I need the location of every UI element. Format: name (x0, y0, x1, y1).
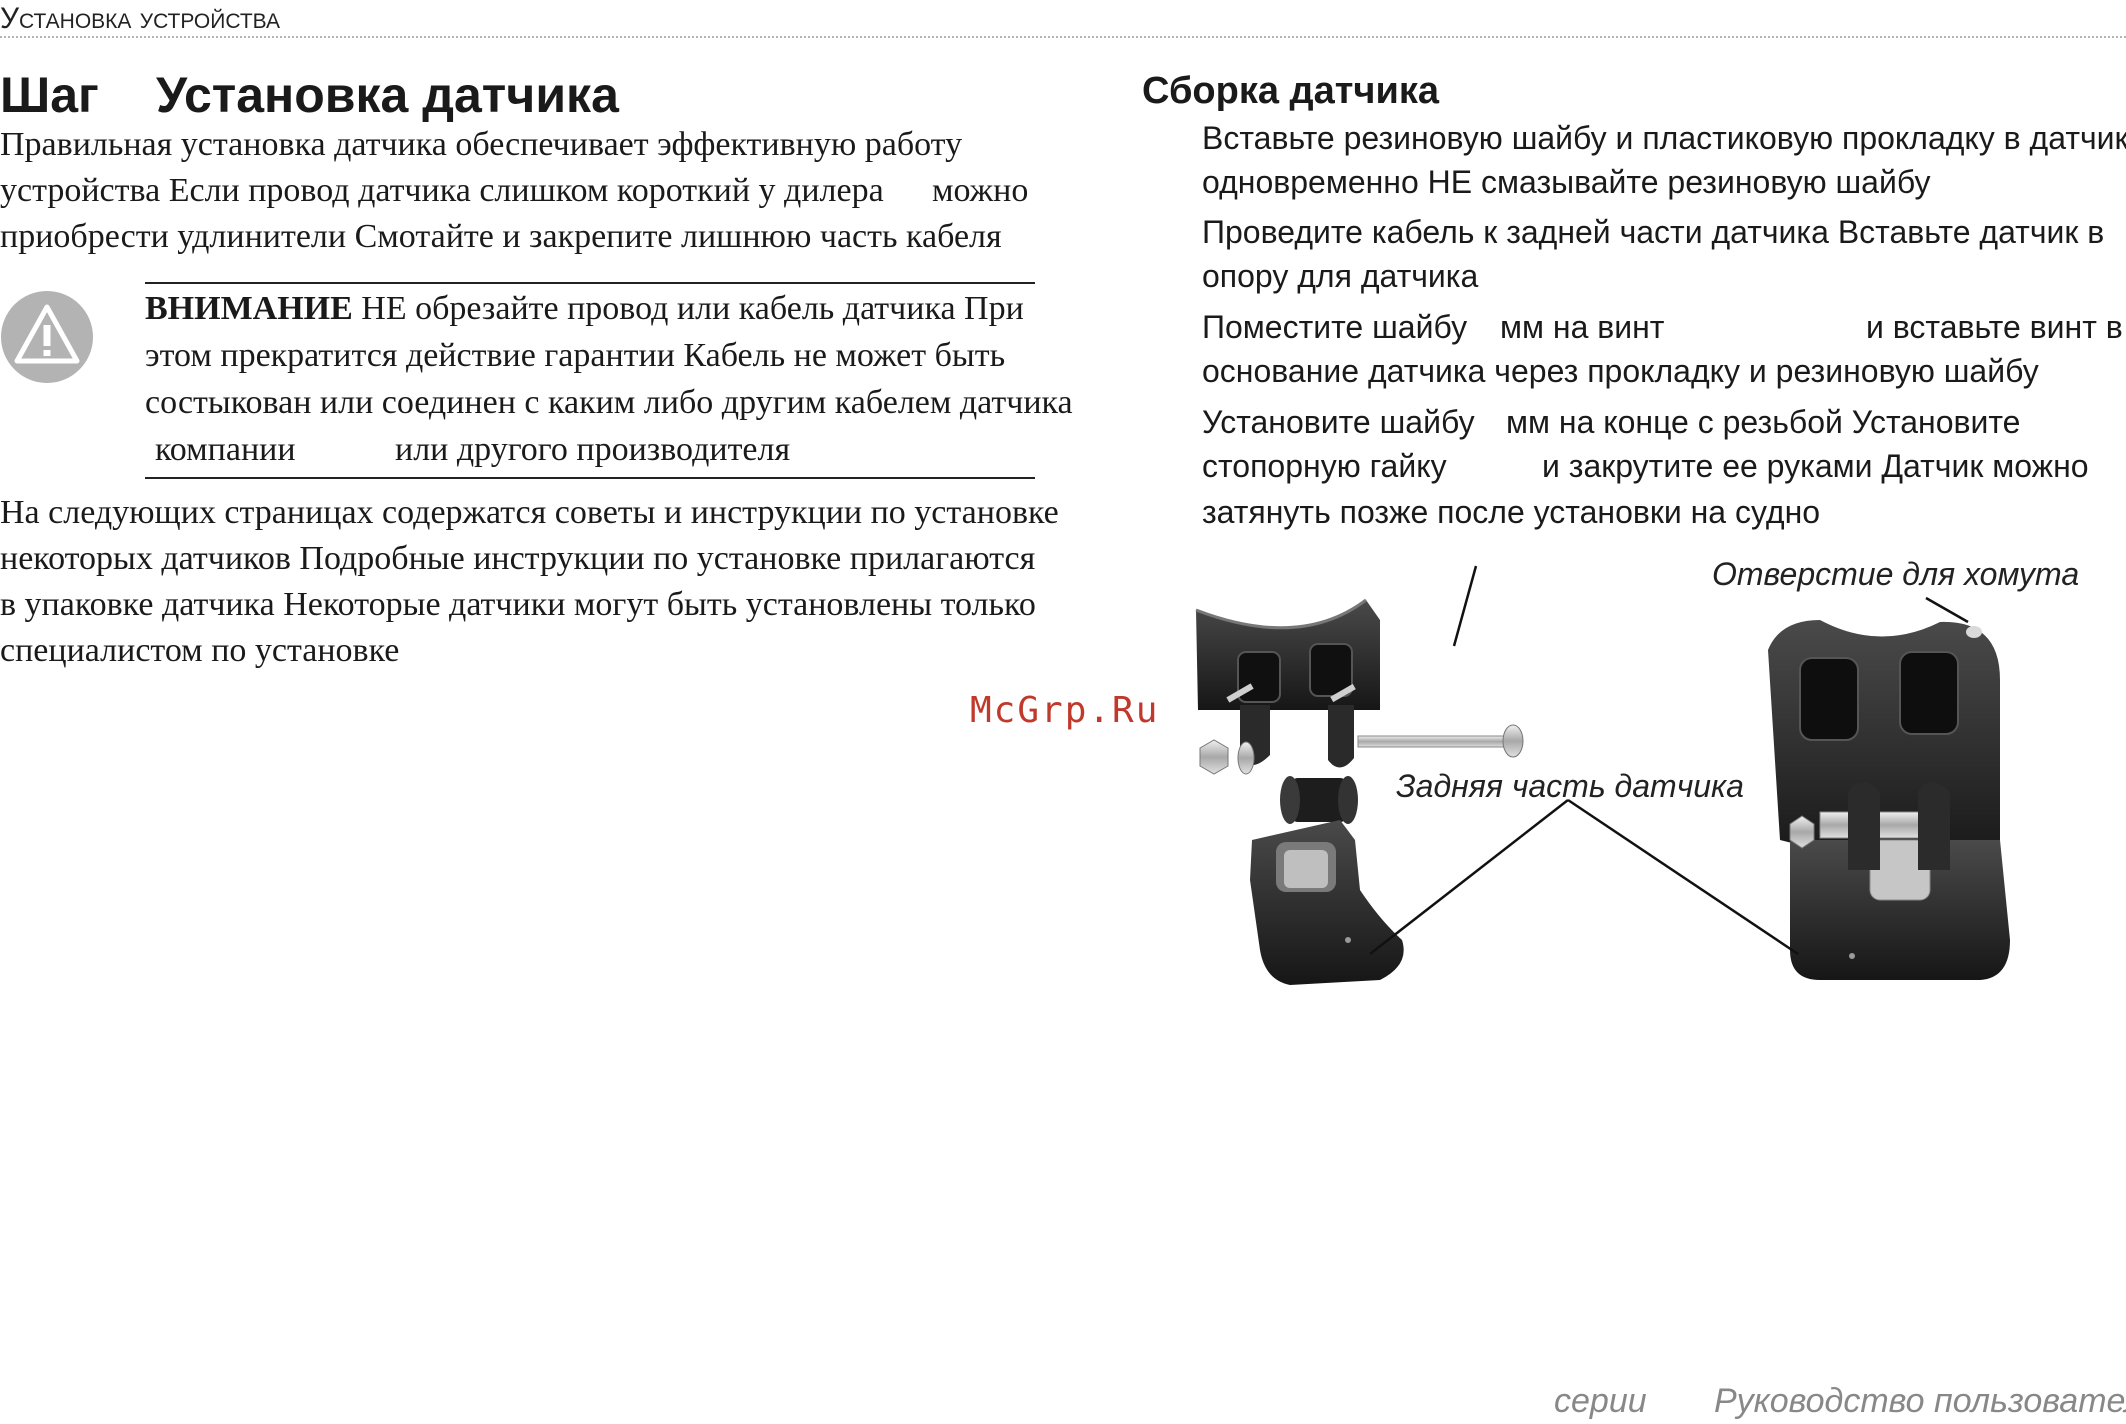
step4-line-3: затянуть позже после установки на судно (1202, 494, 1821, 530)
warning-line-3: состыкован или соединен с каким либо дру… (145, 384, 1073, 421)
info-line-1: На следующих страницах содержатся советы… (0, 494, 1059, 531)
warning-line-1-text: НЕ обрезайте провод или кабель датчика П… (352, 290, 1024, 327)
step4-line-1a: Установите шайбу (1202, 404, 1475, 440)
page-title: Шаг Установка датчика (0, 66, 619, 124)
watermark: McGrp.Ru (970, 690, 1160, 731)
transducer-assembled (1768, 620, 2010, 980)
step1-line-2: одновременно НЕ смазывайте резиновую шай… (1202, 164, 1931, 200)
warning-line-1: ВНИМАНИЕ НЕ обрезайте провод или кабель … (145, 286, 1024, 332)
footer-series: серии (1554, 1382, 1647, 1420)
step4-line-2a: стопорную гайку (1202, 448, 1447, 484)
spacer (1280, 776, 1358, 824)
header-divider (0, 36, 2126, 38)
intro-line-2-tail: можно (932, 172, 1029, 209)
step4-line-2b: и закрутите ее руками Датчик можно (1542, 448, 2089, 484)
warning-label: ВНИМАНИЕ (145, 290, 353, 327)
step3-line-1b: мм на винт (1500, 309, 1665, 345)
info-line-3: в упаковке датчика Некоторые датчики мог… (0, 586, 1036, 623)
screw (1357, 724, 1524, 758)
callout-back-part: Задняя часть датчика (1396, 768, 1744, 804)
callout-clamp-hole: Отверстие для хомута (1712, 556, 2080, 592)
intro-line-3: приобрести удлинители Смотайте и закрепи… (0, 218, 1002, 255)
step1-line-1: Вставьте резиновую шайбу и пластиковую п… (1202, 120, 2126, 156)
warning-top-rule (145, 282, 1035, 284)
transducer-exploded (1250, 820, 1404, 985)
step3-line-1c: и вставьте винт в (1866, 309, 2123, 345)
warning-line-4-end: или другого производителя (395, 431, 791, 468)
bracket-exploded (1195, 598, 1380, 768)
step-title: Установка датчика (156, 67, 619, 123)
step2-line-1: Проведите кабель к задней части датчика … (1202, 214, 2105, 250)
warning-line-2: этом прекратится действие гарантии Кабел… (145, 337, 1006, 374)
step-label: Шаг (0, 67, 99, 123)
running-header: Установка устройства (0, 2, 280, 35)
footer-manual: Руководство пользователя (1714, 1382, 2126, 1420)
step2-line-2: опору для датчика (1202, 258, 1479, 294)
nut-and-washer (1199, 739, 1255, 775)
intro-line-1: Правильная установка датчика обеспечивае… (0, 126, 963, 163)
warning-line-4-start: компании (155, 431, 296, 468)
step4-line-1b: мм на конце с резьбой Установите (1506, 404, 2021, 440)
section-heading: Сборка датчика (1142, 70, 1439, 112)
step3-line-2: основание датчика через прокладку и рези… (1202, 353, 2039, 389)
info-line-2: некоторых датчиков Подробные инструкции … (0, 540, 1036, 577)
warning-bottom-rule (145, 477, 1035, 479)
leader-lines (1452, 565, 1478, 647)
step3-line-1a: Поместите шайбу (1202, 309, 1468, 345)
transducer-assembly-figure (1195, 565, 2010, 985)
intro-line-2: устройства Если провод датчика слишком к… (0, 172, 884, 209)
info-line-4: специалистом по установке (0, 632, 400, 669)
warning-icon (0, 290, 94, 384)
